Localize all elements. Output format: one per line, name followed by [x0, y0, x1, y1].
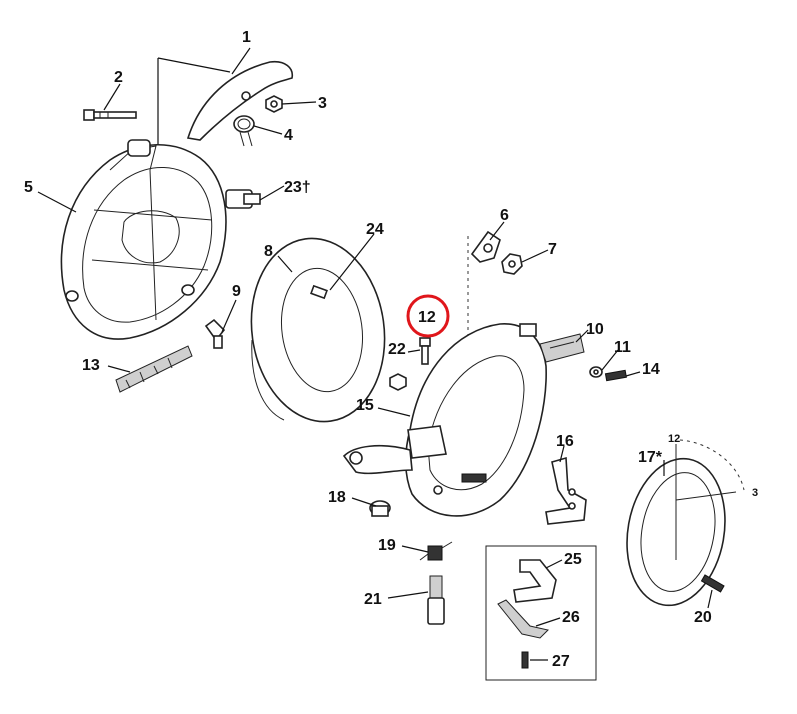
callout-1: 1	[242, 29, 251, 46]
part-6-bracket	[470, 230, 501, 263]
part-13-threaded-rod	[115, 345, 193, 393]
callout-17: 17*	[638, 449, 663, 466]
callout-3: 3	[318, 95, 327, 112]
part-17-dial-plate	[626, 439, 745, 607]
part-14-screw	[604, 369, 627, 382]
callout-18: 18	[328, 489, 346, 506]
part-7-nut	[501, 253, 523, 275]
callout-27: 27	[552, 653, 570, 670]
part-23-shaft	[225, 189, 261, 209]
part-16-lever	[545, 456, 587, 525]
part-5-carrier-body	[60, 139, 227, 340]
kit-box	[485, 545, 597, 681]
callout-19: 19	[378, 537, 396, 554]
part-24-pin	[310, 284, 328, 300]
part-11-washer	[589, 366, 603, 378]
part-8-ring	[250, 237, 386, 423]
callout-6: 6	[500, 207, 509, 224]
callout-21: 21	[364, 591, 382, 608]
callout-26: 26	[562, 609, 580, 626]
highlight-ring-12	[406, 294, 450, 338]
part-1-shoe	[186, 60, 294, 141]
callout-10: 10	[586, 321, 604, 338]
part-9-fitting	[204, 318, 226, 349]
callout-24: 24	[366, 221, 384, 238]
part-3-nut	[265, 95, 283, 113]
callout-9: 9	[232, 283, 241, 300]
part-12-bolt	[419, 337, 431, 365]
callout-4: 4	[284, 127, 293, 144]
callout-22: 22	[388, 341, 406, 358]
part-21-pin	[427, 575, 445, 625]
callout-labels: 1 2 3 4 5 6 7 8 9 10 11 12 13 14 15 16 1…	[24, 29, 712, 670]
callout-12: 12	[418, 309, 436, 326]
part-15-housing	[342, 323, 547, 517]
dial-mark-3: 3	[752, 487, 758, 499]
callout-14: 14	[642, 361, 660, 378]
callout-2: 2	[114, 69, 123, 86]
callout-5: 5	[24, 179, 33, 196]
part-26-slide	[497, 599, 549, 639]
part-2-bolt	[83, 109, 137, 121]
callout-25: 25	[564, 551, 582, 568]
callout-20: 20	[694, 609, 712, 626]
part-4-spring	[233, 115, 255, 147]
callout-23: 23†	[284, 179, 311, 196]
callout-15: 15	[356, 397, 374, 414]
part-18-foot	[369, 500, 391, 517]
part-20-screw	[700, 574, 725, 593]
callout-7: 7	[548, 241, 557, 258]
callout-8: 8	[264, 243, 273, 260]
dial-mark-12: 12	[668, 433, 680, 445]
part-27-screw	[521, 651, 529, 669]
callout-13: 13	[82, 357, 100, 374]
callout-16: 16	[556, 433, 574, 450]
part-10-cam-plate	[539, 333, 585, 363]
part-19-spring	[419, 541, 453, 561]
part-25-bracket	[513, 559, 557, 603]
part-22-nut	[389, 373, 407, 391]
callout-11: 11	[614, 339, 631, 356]
